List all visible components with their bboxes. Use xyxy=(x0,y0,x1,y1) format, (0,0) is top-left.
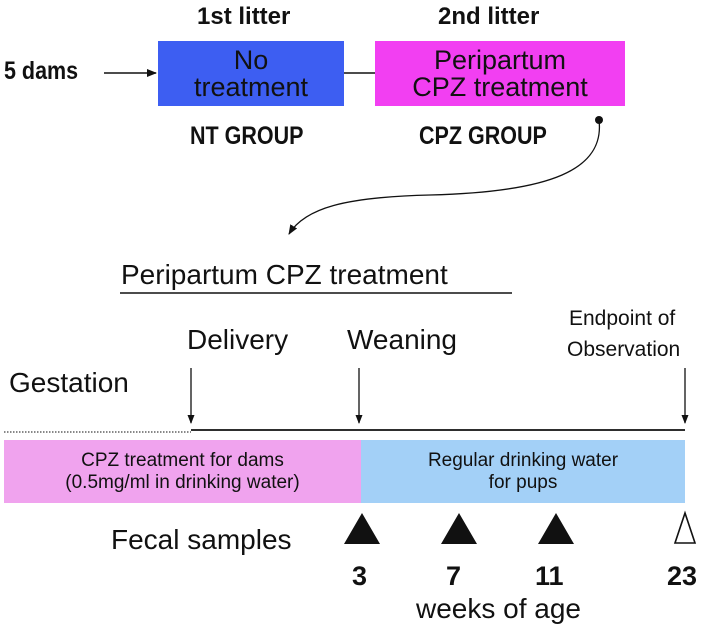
sample-marker-week-23 xyxy=(673,510,697,544)
week-3-label: 3 xyxy=(352,561,368,591)
week-11-label: 11 xyxy=(535,561,564,591)
weeks-of-age-label: weeks of age xyxy=(416,593,581,624)
cpz-dams-line2: (0.5mg/ml in drinking water) xyxy=(65,471,300,493)
endpoint-label-line1: Endpoint of xyxy=(569,307,676,330)
cpz-group-label: CPZ GROUP xyxy=(419,122,547,150)
first-litter-header: 1st litter xyxy=(197,3,291,30)
second-litter-header: 2nd litter xyxy=(438,3,540,30)
regular-water-bar: Regular drinking water for pups xyxy=(361,440,685,503)
no-treatment-box: No treatment xyxy=(158,41,344,106)
nt-group-label: NT GROUP xyxy=(190,122,304,150)
cpz-treatment-box: Peripartum CPZ treatment xyxy=(375,41,625,106)
gestation-label: Gestation xyxy=(9,367,129,398)
cpz-dams-bar: CPZ treatment for dams (0.5mg/ml in drin… xyxy=(4,440,361,503)
fecal-samples-label: Fecal samples xyxy=(111,524,292,555)
dams-label: 5 dams xyxy=(4,57,79,85)
regular-water-line2: for pups xyxy=(488,471,558,493)
cpz-treatment-line1: Peripartum xyxy=(433,44,567,75)
delivery-label: Delivery xyxy=(187,324,289,355)
no-treatment-line1: No xyxy=(233,44,269,75)
week-7-label: 7 xyxy=(446,561,462,591)
weaning-label: Weaning xyxy=(347,324,458,355)
endpoint-label-line2: Observation xyxy=(567,338,681,361)
sample-marker-week-3 xyxy=(344,513,380,544)
sample-marker-week-11 xyxy=(538,513,574,544)
week-23-label: 23 xyxy=(667,561,698,591)
detail-title: Peripartum CPZ treatment xyxy=(121,259,448,290)
no-treatment-line2: treatment xyxy=(193,71,309,102)
cpz-dams-line1: CPZ treatment for dams xyxy=(81,449,284,471)
curved-arrow xyxy=(288,119,601,235)
cpz-treatment-line2: CPZ treatment xyxy=(412,71,588,102)
sample-marker-week-7 xyxy=(441,513,477,544)
regular-water-line1: Regular drinking water xyxy=(427,449,619,471)
